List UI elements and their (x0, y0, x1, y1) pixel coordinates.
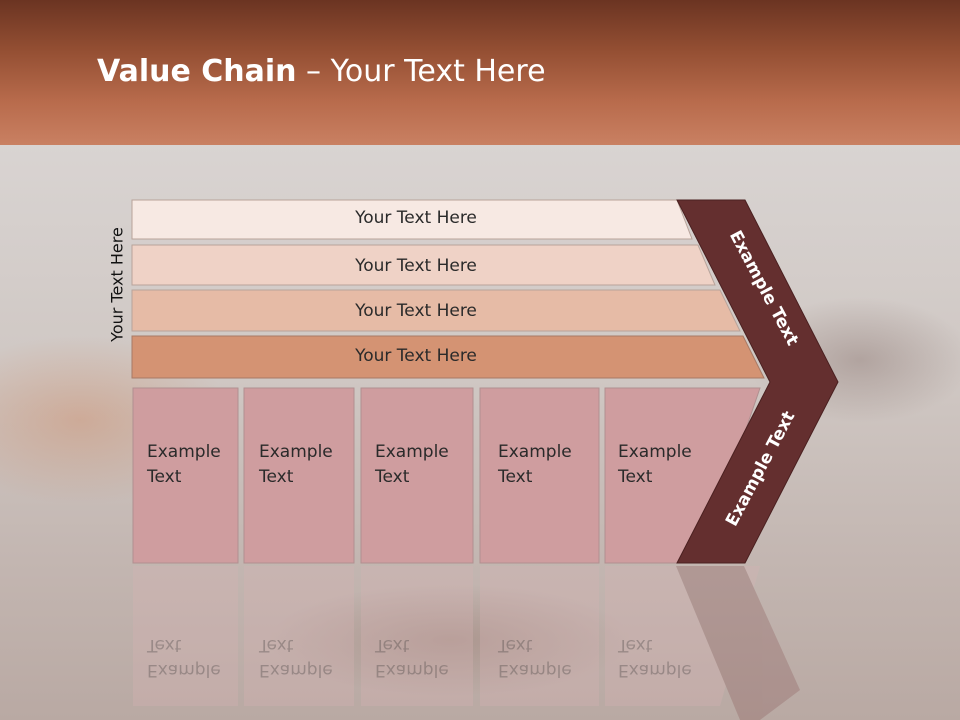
row-label-2: Your Text Here (355, 256, 477, 276)
reflection-line1: Example (259, 660, 333, 680)
margin-arrow (676, 199, 839, 564)
box-reflection (244, 566, 354, 706)
reflection-line1: Example (618, 660, 692, 680)
activity-box-2 (243, 387, 355, 564)
box-reflection (605, 566, 760, 706)
row-label-4: Your Text Here (355, 346, 477, 366)
box-text-reflection: Example Text (375, 632, 449, 682)
activity-box-4 (479, 387, 600, 564)
title-rest: – Your Text Here (296, 54, 546, 89)
reflection-group (133, 566, 800, 720)
row-label-3: Your Text Here (355, 301, 477, 321)
activity-box-1 (132, 387, 239, 564)
reflection-line2: Text (498, 635, 533, 655)
arrow-reflection (676, 566, 800, 720)
box-text-line2: Text (618, 467, 653, 487)
reflection-line1: Example (498, 660, 572, 680)
box-text-line1: Example (147, 442, 221, 462)
box-text-line2: Text (375, 467, 410, 487)
box-text-line1: Example (259, 442, 333, 462)
box-text-reflection: Example Text (498, 632, 572, 682)
box-reflection (133, 566, 238, 706)
slide-title: Value Chain – Your Text Here (97, 54, 546, 89)
reflection-line2: Text (147, 635, 182, 655)
row-bar-4 (131, 335, 765, 379)
box-text-line2: Text (259, 467, 294, 487)
reflection-line1: Example (375, 660, 449, 680)
row-bar-2 (131, 244, 716, 286)
box-text-line1: Example (375, 442, 449, 462)
box-text-line1: Example (618, 442, 692, 462)
row-bar-1 (131, 199, 693, 240)
title-bold: Value Chain (97, 54, 297, 89)
box-text-reflection: Example Text (147, 632, 221, 682)
box-text-line2: Text (147, 467, 182, 487)
row-label-1: Your Text Here (355, 208, 477, 228)
box-text-line2: Text (498, 467, 533, 487)
box-text-reflection: Example Text (618, 632, 692, 682)
row-bar-3 (131, 289, 741, 332)
box-reflection (361, 566, 473, 706)
reflection-line1: Example (147, 660, 221, 680)
box-text-reflection: Example Text (259, 632, 333, 682)
box-text-line1: Example (498, 442, 572, 462)
box-reflection (480, 566, 599, 706)
activity-box-3 (360, 387, 474, 564)
reflection-line2: Text (259, 635, 294, 655)
header-band (0, 0, 960, 145)
reflection-line2: Text (618, 635, 653, 655)
reflection-line2: Text (375, 635, 410, 655)
